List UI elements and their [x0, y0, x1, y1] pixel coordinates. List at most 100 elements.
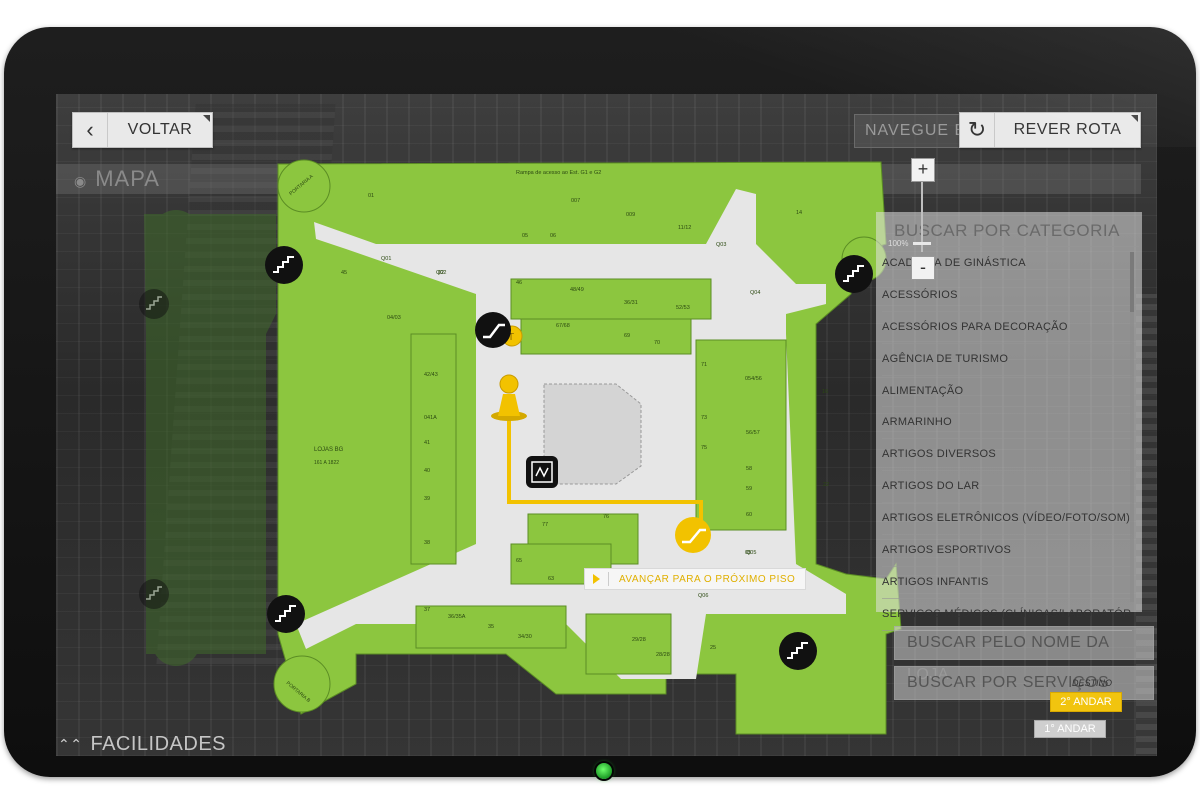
store-number[interactable]: 007 [571, 198, 580, 204]
search-by-store-button[interactable]: BUSCAR PELO NOME DA LOJA [894, 626, 1154, 683]
store-number[interactable]: 56/57 [746, 430, 760, 436]
store-number[interactable]: 71 [701, 362, 707, 368]
store-number[interactable]: 009 [626, 212, 635, 218]
stairs-icon[interactable] [267, 595, 305, 633]
mall-floor-map[interactable]: Rampa de acesso ao Est. G1 e G2 LOJAS BG… [56, 94, 1157, 756]
elevator-icon[interactable] [526, 456, 558, 488]
store-number[interactable]: 67/68 [556, 323, 570, 329]
store-number[interactable]: 37 [424, 607, 430, 613]
route-path [507, 414, 703, 524]
floor-indicator[interactable]: DESTINO 2° ANDAR 1° ANDAR [1028, 678, 1143, 742]
store-number[interactable]: Q03 [716, 242, 726, 248]
store-number[interactable]: 45 [341, 270, 347, 276]
you-are-here-marker [491, 374, 527, 421]
scroll-thumb[interactable] [1130, 252, 1134, 312]
store-number[interactable]: 70 [654, 340, 660, 346]
category-item[interactable]: ACESSÓRIOS PARA DECORAÇÃO [882, 312, 1132, 344]
store-number[interactable]: Q04 [750, 290, 760, 296]
store-number[interactable]: 25 [710, 645, 716, 651]
store-number[interactable]: Q01 [381, 256, 391, 262]
store-number[interactable]: 38 [424, 540, 430, 546]
store-number[interactable]: 75 [701, 445, 707, 451]
store-number[interactable]: 69 [624, 333, 630, 339]
escalator-icon[interactable] [475, 312, 511, 348]
store-number[interactable]: 04/03 [387, 315, 401, 321]
refresh-icon: ↻ [960, 113, 995, 147]
store-number[interactable]: 46 [516, 280, 522, 286]
store-number[interactable]: 11/12 [678, 225, 691, 231]
store-number[interactable]: Q06 [698, 593, 708, 599]
store-number[interactable]: 60 [746, 512, 752, 518]
category-item[interactable]: ARTIGOS DIVERSOS [882, 439, 1132, 472]
store-number[interactable]: Q05 [746, 550, 756, 556]
zoom-slider-handle[interactable] [913, 242, 931, 245]
store-number[interactable]: 14 [796, 210, 802, 216]
zoom-slider-track[interactable] [921, 182, 923, 252]
store-number[interactable]: 054/56 [745, 376, 762, 382]
minus-icon: - [920, 257, 926, 277]
stairs-icon[interactable] [835, 255, 873, 293]
svg-text:T: T [508, 332, 514, 343]
store-number[interactable]: 65 [516, 558, 522, 564]
store-number[interactable]: 28/28 [656, 652, 670, 658]
chevron-up-icon: ⌃⌃ [58, 735, 83, 752]
store-number[interactable]: 16 [822, 389, 828, 395]
store-number[interactable]: 36/35A [448, 614, 466, 620]
stairs-icon[interactable] [265, 246, 303, 284]
store-number[interactable]: Q02 [436, 270, 446, 276]
floor-1-badge[interactable]: 1° ANDAR [1034, 720, 1106, 738]
store-number[interactable]: 73 [701, 415, 707, 421]
store-number[interactable]: 01 [368, 193, 374, 199]
store-number[interactable]: 58 [746, 466, 752, 472]
category-item[interactable]: ARMARINHO [882, 407, 1132, 440]
destination-escalator-icon[interactable] [675, 517, 711, 553]
stairs-icon[interactable] [779, 632, 817, 670]
store-number[interactable]: 05 [745, 550, 751, 556]
facilities-toggle[interactable]: ⌃⌃ FACILIDADES [58, 732, 226, 756]
category-scrollbar[interactable] [1130, 252, 1134, 602]
store-number[interactable]: 041A [424, 415, 437, 421]
store-number[interactable]: 63 [548, 576, 554, 582]
store-number[interactable]: 48/49 [570, 287, 584, 293]
store-number[interactable]: 34/30 [518, 634, 532, 640]
anchor-store-label: LOJAS BG [314, 447, 344, 453]
category-item[interactable]: ARTIGOS INFANTIS [882, 567, 1132, 599]
store-number[interactable]: 29/28 [632, 637, 646, 643]
category-item[interactable]: ARTIGOS DO LAR [882, 471, 1132, 504]
store-number[interactable]: 36/31 [624, 300, 638, 306]
store-number[interactable]: 35 [488, 624, 494, 630]
store-number[interactable]: 41 [424, 440, 430, 446]
atrium-void [543, 383, 642, 485]
store-number[interactable]: 42/43 [424, 372, 438, 378]
navigate-input[interactable]: NAVEGUE EN [854, 114, 976, 148]
store-number[interactable]: 02 [438, 270, 444, 276]
store-number[interactable]: 52/53 [676, 305, 690, 311]
category-item[interactable]: ARTIGOS ELETRÔNICOS (VÍDEO/FOTO/SOM) [882, 503, 1132, 536]
store-number[interactable]: 06 [550, 233, 556, 239]
store-number[interactable]: 59 [746, 486, 752, 492]
store-number[interactable]: 76 [603, 514, 609, 520]
reroute-button[interactable]: ↻ REVER ROTA [959, 112, 1141, 148]
store-number[interactable]: 22 [823, 482, 829, 488]
plus-icon: + [917, 159, 929, 179]
category-item[interactable]: ALIMENTAÇÃO [882, 376, 1132, 408]
reroute-button-label: REVER ROTA [1013, 121, 1122, 138]
store-number[interactable]: 77 [542, 522, 548, 528]
advance-next-floor-button[interactable]: AVANÇAR PARA O PRÓXIMO PISO [584, 568, 806, 590]
floor-plan [273, 159, 902, 735]
home-button[interactable] [596, 763, 612, 779]
category-item[interactable]: ACESSÓRIOS [882, 280, 1132, 312]
navigate-input-text: NAVEGUE EN [865, 122, 976, 139]
zoom-in-button[interactable]: + [911, 158, 935, 182]
facilities-label: FACILIDADES [90, 732, 227, 755]
floor-2-badge[interactable]: 2° ANDAR [1050, 692, 1122, 712]
back-button[interactable]: ‹ VOLTAR [72, 112, 213, 148]
store-number[interactable]: 40 [424, 468, 430, 474]
category-item[interactable]: AGÊNCIA DE TURISMO [882, 344, 1132, 376]
category-item[interactable]: ARTIGOS ESPORTIVOS [882, 535, 1132, 567]
zoom-out-button[interactable]: - [911, 256, 935, 280]
other-floor-shadow [144, 210, 276, 666]
store-number[interactable]: 39 [424, 496, 430, 502]
store-number[interactable]: 05 [522, 233, 528, 239]
